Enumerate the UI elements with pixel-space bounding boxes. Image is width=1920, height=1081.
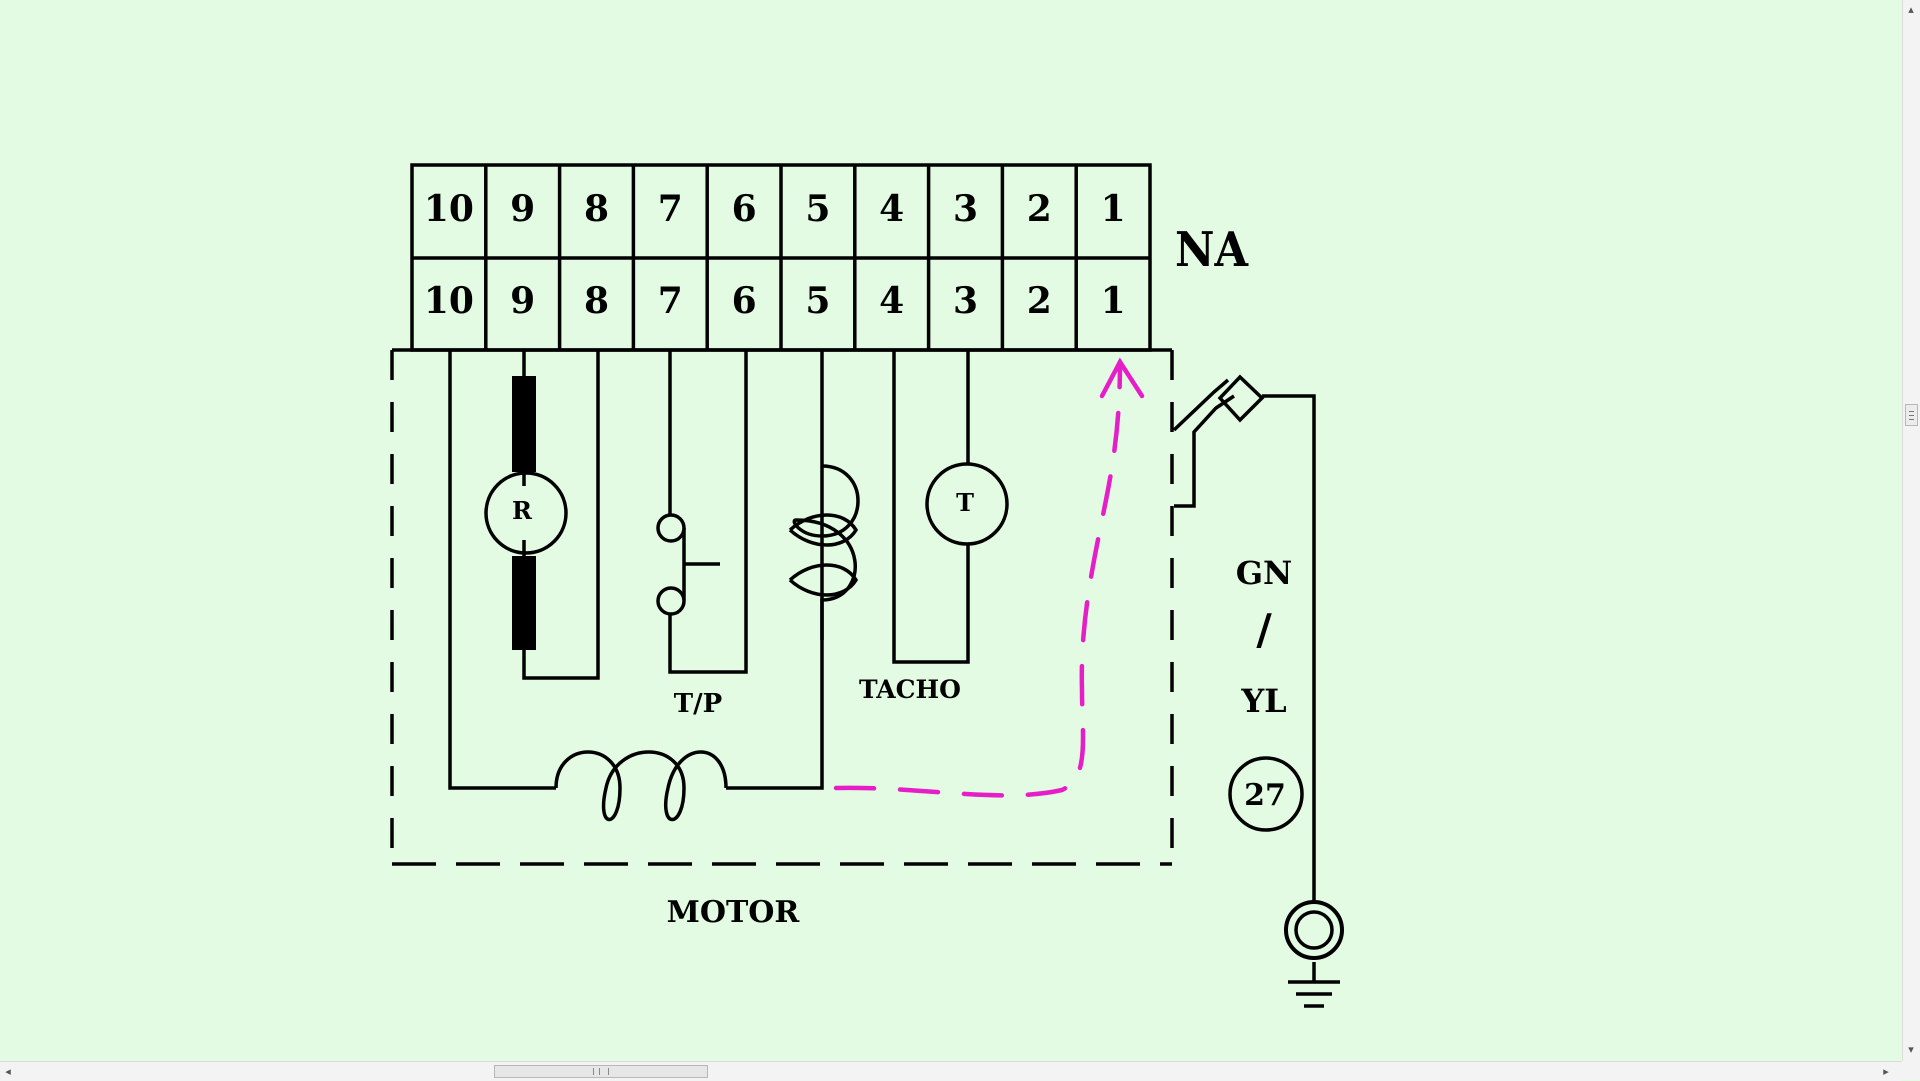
grip-icon: [1909, 411, 1914, 420]
ground-terminal-outer: [1284, 900, 1344, 960]
motor-enclosure: [390, 348, 1174, 866]
rotor-brush-bottom: [512, 556, 536, 650]
current-path-arrow: [833, 359, 1123, 798]
tacho-circle: [925, 462, 1009, 546]
pin-label-top: 9: [510, 188, 535, 230]
pin-label-top: 7: [658, 188, 683, 230]
wiring-diagram: 10 9 8 7 6 5 4 3 2 1 10 9 8 7 6 5 4 3 2 1 NA R: [390, 163, 1344, 1008]
pin-label-bottom: 3: [953, 280, 978, 322]
tacho-label: TACHO: [859, 675, 961, 704]
ground-wire: [1172, 374, 1340, 1008]
pin-label-top: 10: [424, 188, 474, 230]
thermal-protector-label: T/P: [674, 689, 722, 719]
motor-wiring: [448, 350, 970, 821]
scrollbar-corner: [1902, 1061, 1920, 1080]
connector-row-bottom: 10 9 8 7 6 5 4 3 2 1: [424, 280, 1126, 322]
rotor-symbol: R: [512, 496, 533, 525]
pin-label-top: 6: [732, 188, 757, 230]
ground-terminal-inner: [1294, 910, 1334, 950]
motor-label: MOTOR: [667, 895, 801, 930]
vertical-scrollbar[interactable]: ▴ ▾: [1902, 0, 1920, 1061]
pin-label-top: 2: [1027, 188, 1052, 230]
scroll-right-icon[interactable]: ▸: [1883, 1065, 1889, 1078]
rotor-brush-top: [512, 376, 536, 472]
scroll-left-icon[interactable]: ◂: [5, 1065, 11, 1078]
pin-label-bottom: 9: [510, 280, 535, 322]
pin-label-top: 8: [584, 188, 609, 230]
vertical-scroll-thumb[interactable]: [1905, 404, 1918, 426]
tacho-symbol: T: [956, 488, 974, 517]
pin-label-bottom: 4: [879, 280, 904, 322]
pin-label-top: 4: [879, 188, 904, 230]
pin-label-bottom: 2: [1027, 280, 1052, 322]
wire-color-bottom: YL: [1240, 682, 1286, 720]
scroll-up-icon[interactable]: ▴: [1908, 3, 1914, 16]
pin-label-top: 5: [805, 188, 830, 230]
pin-label-top: 3: [953, 188, 978, 230]
horizontal-scrollbar[interactable]: ◂ ▸: [0, 1061, 1902, 1081]
pin-label-bottom: 10: [424, 280, 474, 322]
connector-label: NA: [1175, 221, 1249, 278]
pin-label-bottom: 7: [658, 280, 683, 322]
current-path-arrowhead: [1099, 357, 1145, 399]
wire-color-top: GN: [1236, 554, 1293, 592]
wire-number: 27: [1244, 778, 1286, 813]
pin-label-bottom: 5: [805, 280, 830, 322]
rotor-circle: [484, 471, 568, 555]
connector-row-top: 10 9 8 7 6 5 4 3 2 1: [424, 188, 1126, 230]
pin-label-bottom: 8: [584, 280, 609, 322]
scroll-down-icon[interactable]: ▾: [1908, 1043, 1914, 1056]
pin-label-bottom: 1: [1101, 280, 1126, 322]
horizontal-scroll-thumb[interactable]: [494, 1065, 708, 1078]
pin-label-top: 1: [1101, 188, 1126, 230]
tp-contact-bottom: [656, 586, 686, 616]
wire-color-separator: /: [1256, 605, 1272, 654]
grip-icon: [593, 1068, 609, 1075]
pin-label-bottom: 6: [732, 280, 757, 322]
wire-number-circle: [1228, 756, 1304, 832]
tp-contact-top: [656, 513, 686, 543]
